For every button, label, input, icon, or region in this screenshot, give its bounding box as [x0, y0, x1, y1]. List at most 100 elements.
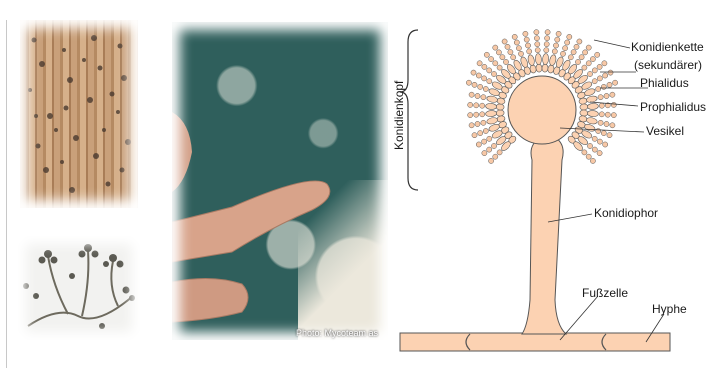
conidium-shape [487, 136, 492, 141]
conidium-shape [607, 133, 612, 138]
conidium-shape [508, 50, 513, 55]
conidium-shape [603, 73, 608, 78]
conidium-shape [611, 113, 616, 118]
conidium-shape [471, 70, 476, 75]
conidium-shape [579, 55, 584, 60]
conidium-shape [482, 139, 487, 144]
conidium-shape [487, 147, 492, 152]
conidium-shape [553, 43, 558, 48]
conidium-shape [586, 45, 591, 50]
conidium-shape [535, 48, 540, 53]
conidium-shape [597, 139, 602, 144]
conidium-shape [487, 79, 492, 84]
conidium-shape [601, 131, 606, 136]
conidium-shape [481, 95, 486, 100]
conidium-shape [597, 76, 602, 81]
phialide-shape [535, 53, 542, 64]
conidium-shape [592, 79, 597, 84]
phialide-shape [536, 64, 543, 72]
conidium-shape [565, 40, 570, 45]
conidium-shape [491, 143, 496, 148]
conidium-shape [592, 136, 597, 141]
conidium-shape [544, 42, 549, 47]
konidiophor-label: Konidiophor [594, 206, 658, 220]
conidium-shape [525, 43, 530, 48]
konidienkette-label: Konidienkette [631, 40, 704, 54]
phialide-shape [580, 104, 588, 111]
phialide-shape [542, 53, 549, 64]
conidium-shape [475, 121, 480, 126]
conidium-shape [505, 44, 510, 49]
conidium-shape [516, 46, 521, 51]
conidium-shape [472, 133, 477, 138]
conidium-shape [599, 112, 604, 117]
conidium-shape [598, 120, 603, 125]
sekundaerer-label: (sekundärer) [634, 58, 702, 72]
conidium-shape [596, 128, 601, 133]
conidium-shape [574, 44, 579, 49]
conidium-shape [583, 50, 588, 55]
conidium-shape [599, 103, 604, 108]
conidium-shape [527, 49, 532, 54]
conidium-shape [611, 102, 616, 107]
conidium-shape [476, 142, 481, 147]
conidium-shape [613, 80, 618, 85]
phialide-shape [486, 95, 498, 103]
phialide-shape [580, 110, 588, 117]
conidium-shape [493, 61, 498, 66]
conidium-shape [474, 112, 479, 117]
conidium-shape [518, 51, 523, 56]
conidium-shape [482, 64, 487, 69]
conidium-shape [524, 37, 529, 42]
conidium-shape [595, 52, 600, 57]
conidium-shape [468, 113, 473, 118]
conidium-shape [497, 150, 502, 155]
conidium-shape [472, 82, 477, 87]
konidiophor-shape [522, 138, 566, 334]
conidium-shape [577, 39, 582, 44]
conidium-shape [502, 39, 507, 44]
conidium-shape [571, 50, 576, 55]
phialide-shape [549, 54, 557, 66]
conidium-shape [608, 70, 613, 75]
hyphe-label: Hyphe [652, 302, 687, 316]
conidium-shape [568, 55, 573, 60]
conidium-shape [482, 151, 487, 156]
konidienkopf-label: Konidienkopf [392, 81, 406, 150]
conidium-shape [610, 123, 615, 128]
conidium-shape [590, 158, 595, 163]
conidium-shape [468, 102, 473, 107]
conidium-shape [480, 112, 485, 117]
conidium-shape [586, 61, 591, 66]
conidium-shape [491, 71, 496, 76]
phialide-shape [496, 110, 504, 117]
phialide-shape [486, 117, 498, 125]
conidium-shape [545, 36, 550, 41]
conidium-shape [534, 30, 539, 35]
conidium-shape [478, 131, 483, 136]
conidium-shape [545, 30, 550, 35]
conidium-shape [483, 128, 488, 133]
conidium-shape [477, 61, 482, 66]
conidium-shape [496, 50, 501, 55]
conidium-shape [604, 93, 609, 98]
phialide-shape [496, 104, 504, 111]
conidium-shape [597, 151, 602, 156]
conidium-shape [493, 154, 498, 159]
conidium-shape [592, 147, 597, 152]
conidium-shape [483, 86, 488, 91]
conidium-shape [523, 31, 528, 36]
conidium-shape [497, 65, 502, 70]
phialide-shape [542, 64, 549, 72]
vesikel-shape [508, 76, 576, 144]
conidium-shape [590, 57, 595, 62]
conidium-shape [484, 52, 489, 57]
phialide-shape [527, 54, 535, 66]
phialide-shape [587, 103, 598, 110]
conidium-shape [511, 55, 516, 60]
conidium-shape [503, 59, 508, 64]
prophialidus-label: Prophialidus [640, 100, 706, 114]
phialidus-label: Phialidus [640, 76, 689, 90]
conidium-shape [469, 123, 474, 128]
